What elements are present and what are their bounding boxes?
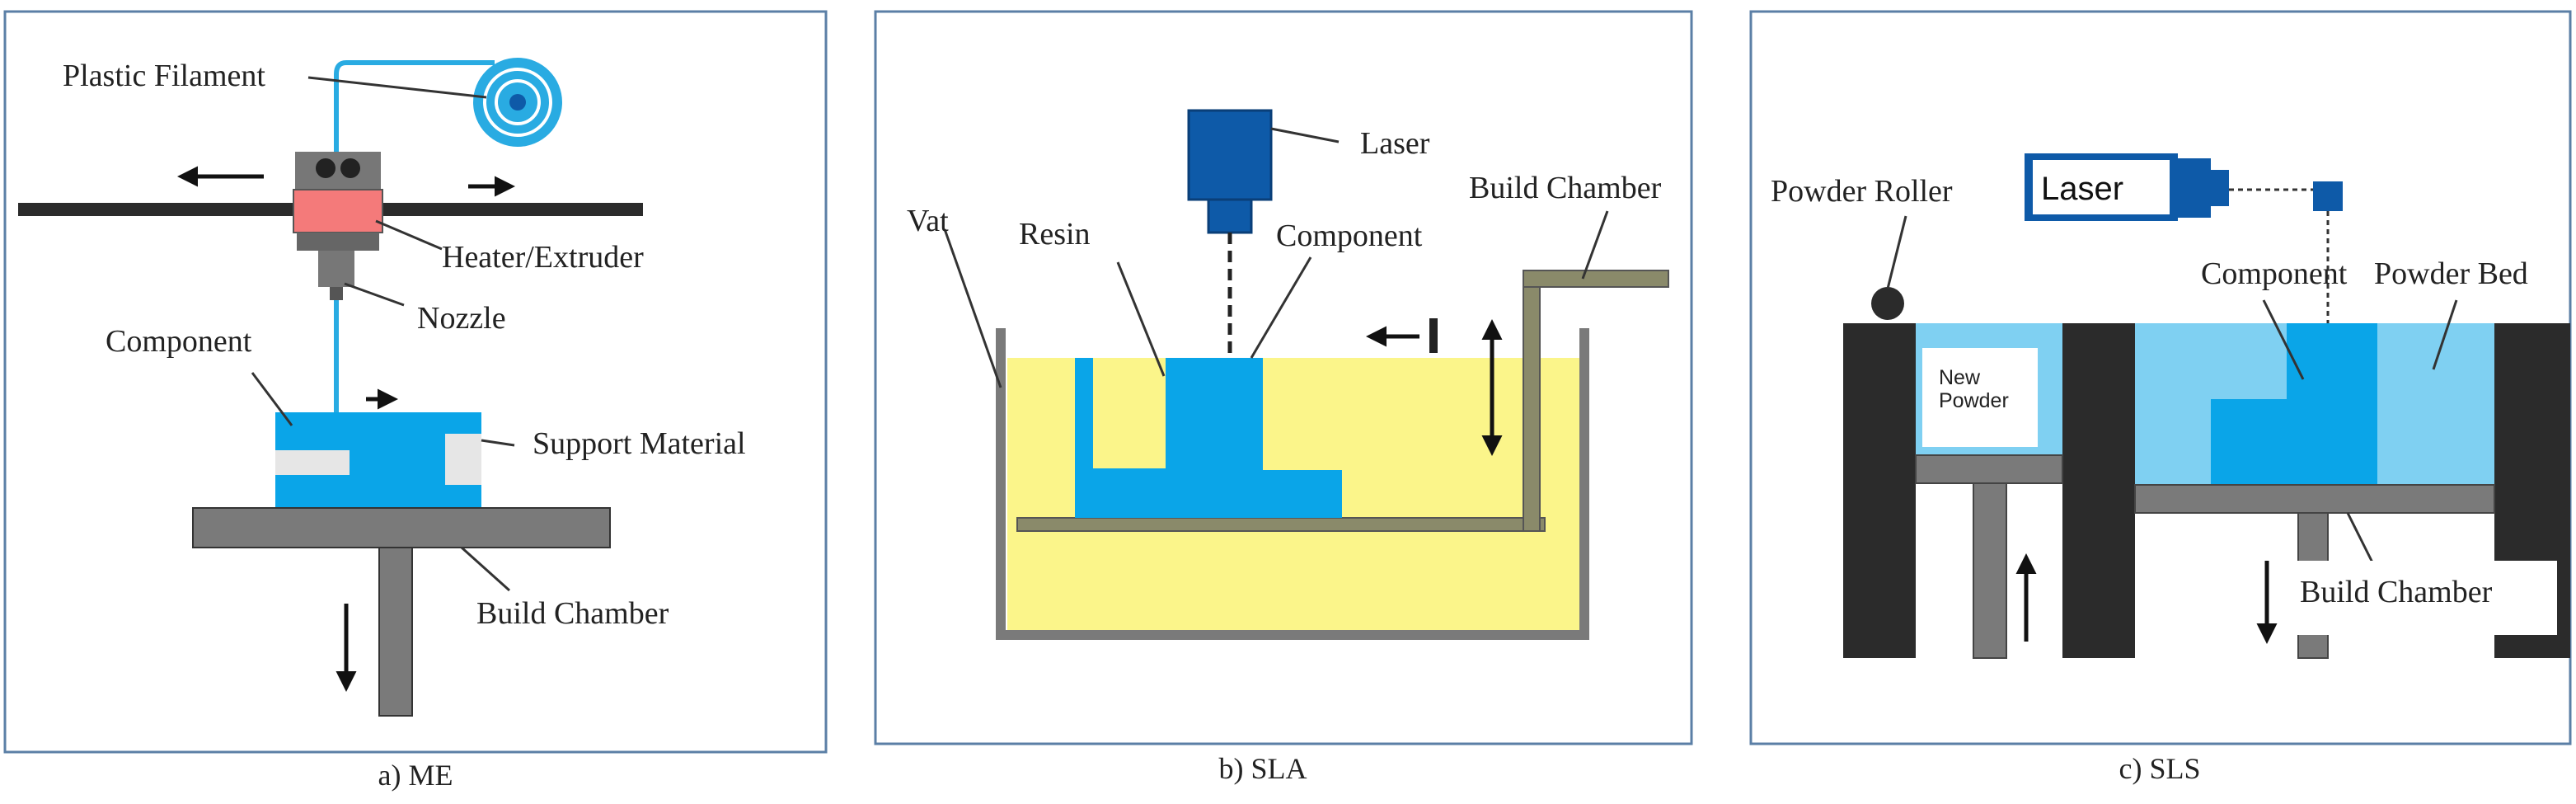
label-new-powder-1: New <box>1939 366 1981 389</box>
label-resin: Resin <box>1019 217 1091 252</box>
me-component <box>275 412 481 508</box>
me-platform-post <box>378 547 413 717</box>
label-new-powder-2: Powder <box>1939 389 2009 412</box>
label-powder-roller: Powder Roller <box>1771 174 1953 209</box>
filament-line <box>334 60 495 412</box>
component-leader <box>251 372 293 426</box>
powder-roller-icon <box>1871 287 1904 320</box>
panel-me: Plastic Filament Heater/Extruder Nozzle … <box>3 10 828 792</box>
sls-wall-left <box>1843 323 1916 658</box>
vat <box>996 328 1589 640</box>
support-leader <box>481 439 515 447</box>
component-leader <box>1250 256 1312 359</box>
build-piston <box>2134 484 2495 514</box>
recoater-blade <box>1429 318 1438 353</box>
label-plastic-filament: Plastic Filament <box>63 59 265 93</box>
sls-wall-middle <box>2062 323 2135 658</box>
label-build-chamber: Build Chamber <box>2300 575 2493 609</box>
panel-sls: Powder Roller Laser Component Powder Bed… <box>1749 10 2572 785</box>
powder-piston <box>1915 454 2063 484</box>
heater-leader <box>375 219 443 251</box>
panel-me-frame <box>3 10 828 754</box>
caption-me: a) ME <box>378 759 453 792</box>
label-build-chamber: Build Chamber <box>476 596 669 631</box>
sla-build-chamber <box>1016 270 1669 532</box>
new-powder-label-box <box>1922 348 2038 447</box>
panel-sla: Laser Build Chamber Vat Resin Component … <box>874 10 1693 785</box>
label-laser: Laser <box>1360 126 1430 161</box>
chamber-leader <box>1581 210 1609 280</box>
label-component: Component <box>2201 256 2348 291</box>
filament-leader <box>307 76 487 99</box>
sla-component <box>1075 358 1342 518</box>
sls-component <box>2211 323 2377 485</box>
label-component: Component <box>1276 219 1423 253</box>
build-chamber-label-box <box>2285 561 2557 635</box>
vat-leader <box>943 228 1002 388</box>
label-support-material: Support Material <box>533 426 746 461</box>
component-leader <box>2262 299 2305 380</box>
sls-laser-icon <box>2025 153 2343 221</box>
chamber-leader <box>460 546 511 592</box>
nozzle-leader <box>344 282 405 307</box>
chamber-leader <box>2346 512 2377 570</box>
powderbed-leader <box>2432 299 2458 370</box>
caption-sla: b) SLA <box>1219 752 1307 785</box>
laser-leader <box>1270 127 1340 143</box>
powder-piston-rod <box>1973 482 2007 659</box>
caption-sls: c) SLS <box>2119 752 2201 785</box>
label-build-chamber: Build Chamber <box>1469 171 1662 205</box>
roller-leader <box>1886 215 1907 289</box>
label-nozzle: Nozzle <box>417 301 506 336</box>
label-laser: Laser <box>2041 171 2123 207</box>
label-vat: Vat <box>907 204 949 238</box>
sla-laser-icon <box>1187 109 1273 234</box>
filament-spool-icon <box>473 58 562 147</box>
label-component: Component <box>106 324 252 359</box>
heater-extruder <box>293 152 383 300</box>
label-powder-bed: Powder Bed <box>2374 256 2528 291</box>
resin-leader <box>1116 261 1166 377</box>
label-heater-extruder: Heater/Extruder <box>442 240 644 275</box>
me-build-platform <box>192 507 611 548</box>
